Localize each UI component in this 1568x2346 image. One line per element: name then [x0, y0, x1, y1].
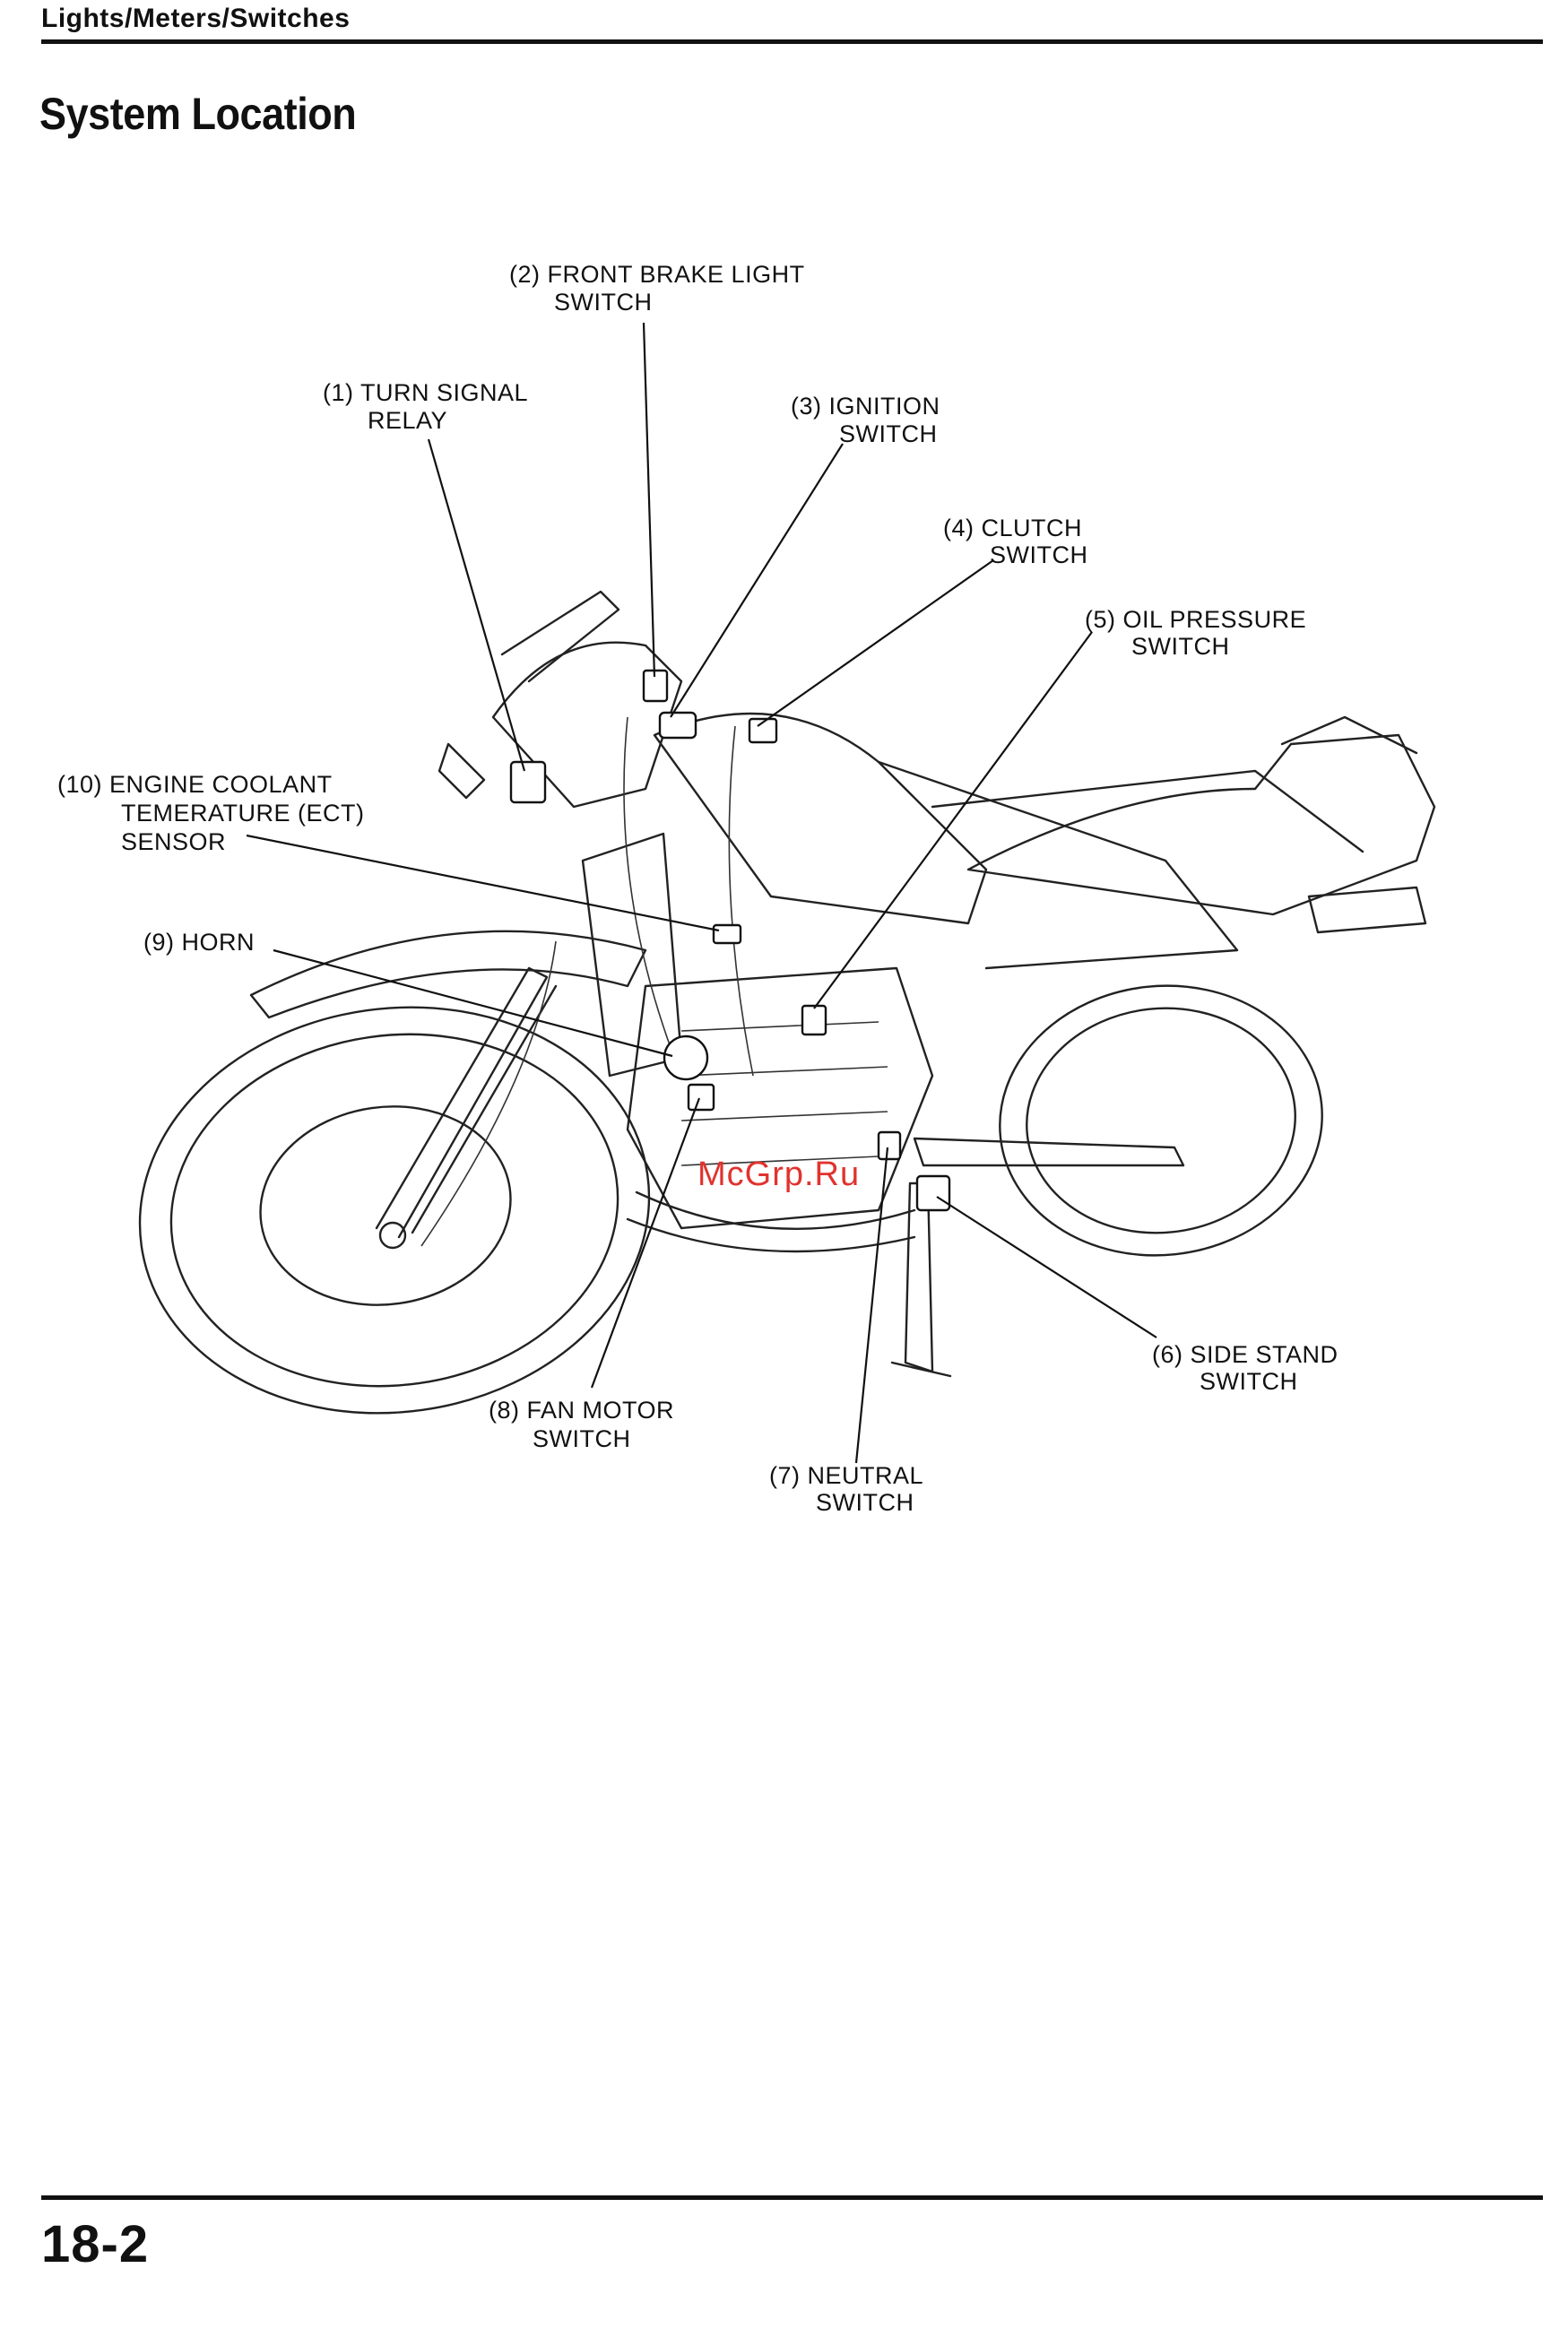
- ignition-switch-part: [660, 713, 696, 738]
- callout-4: (4) CLUTCH SWITCH: [943, 515, 1087, 568]
- callout-10-line2: TEMERATURE (ECT): [121, 800, 365, 827]
- callout-9: (9) HORN: [143, 929, 255, 956]
- callout-10-num: (10): [57, 771, 102, 798]
- callout-1-line1: TURN SIGNAL: [360, 379, 528, 406]
- svg-text:(2) FRONT BRAKE LIGHT: (2) FRONT BRAKE LIGHT: [509, 261, 805, 288]
- callout-3: (3) IGNITION SWITCH: [791, 393, 940, 447]
- callout-5-line2: SWITCH: [1131, 633, 1229, 660]
- callout-6-line2: SWITCH: [1200, 1368, 1297, 1395]
- callout-9-line1: HORN: [182, 929, 256, 956]
- page-number: 18-2: [41, 2214, 149, 2274]
- callout-2-line1: FRONT BRAKE LIGHT: [548, 261, 805, 288]
- callout-3-num: (3): [791, 393, 822, 420]
- svg-text:(7) NEUTRAL: (7) NEUTRAL: [769, 1462, 923, 1489]
- callout-8-num: (8): [489, 1397, 520, 1424]
- callout-3-line2: SWITCH: [839, 420, 937, 447]
- callout-9-num: (9): [143, 929, 175, 956]
- callout-6-num: (6): [1152, 1341, 1183, 1368]
- svg-text:(1) TURN SIGNAL: (1) TURN SIGNAL: [323, 379, 528, 406]
- callout-7-line2: SWITCH: [816, 1489, 914, 1516]
- callout-5-num: (5): [1085, 606, 1116, 633]
- callout-8: (8) FAN MOTOR SWITCH: [489, 1397, 674, 1452]
- watermark: McGrp.Ru: [697, 1156, 860, 1193]
- callout-10: (10) ENGINE COOLANT TEMERATURE (ECT) SEN…: [57, 771, 365, 855]
- callout-10-line3: SENSOR: [121, 828, 226, 855]
- callout-8-line2: SWITCH: [533, 1425, 630, 1452]
- fan-motor-switch-part: [689, 1085, 714, 1110]
- svg-text:(6) SIDE STAND: (6) SIDE STAND: [1152, 1341, 1338, 1368]
- callout-7-num: (7): [769, 1462, 801, 1489]
- svg-text:(3) IGNITION: (3) IGNITION: [791, 393, 940, 420]
- callout-4-num: (4): [943, 515, 975, 541]
- svg-text:(5) OIL PRESSURE: (5) OIL PRESSURE: [1085, 606, 1306, 633]
- callout-8-line1: FAN MOTOR: [527, 1397, 675, 1424]
- callout-6-line1: SIDE STAND: [1191, 1341, 1338, 1368]
- svg-text:(4) CLUTCH: (4) CLUTCH: [943, 515, 1082, 541]
- callout-6: (6) SIDE STAND SWITCH: [1152, 1341, 1338, 1395]
- oil-pressure-switch-part: [802, 1006, 826, 1034]
- callout-1-line2: RELAY: [368, 407, 447, 434]
- bottom-rule: [41, 2195, 1543, 2200]
- callout-7: (7) NEUTRAL SWITCH: [769, 1462, 923, 1516]
- svg-text:(9) HORN: (9) HORN: [143, 929, 255, 956]
- callout-4-line2: SWITCH: [990, 541, 1087, 568]
- neutral-switch-part: [879, 1132, 900, 1159]
- callout-2: (2) FRONT BRAKE LIGHT SWITCH: [509, 261, 805, 316]
- callout-4-line1: CLUTCH: [982, 515, 1083, 541]
- leader-lines: [247, 323, 1157, 1463]
- callout-2-num: (2): [509, 261, 541, 288]
- side-stand-switch-part: [917, 1176, 949, 1210]
- svg-text:(10) ENGINE COOLANT: (10) ENGINE COOLANT: [57, 771, 333, 798]
- callout-5: (5) OIL PRESSURE SWITCH: [1085, 606, 1306, 660]
- motorcycle-system-location-diagram: (1) TURN SIGNAL RELAY (2) FRONT BRAKE LI…: [0, 0, 1568, 1569]
- svg-text:(8) FAN MOTOR: (8) FAN MOTOR: [489, 1397, 674, 1424]
- turn-signal-relay-part: [511, 762, 545, 802]
- callout-5-line1: OIL PRESSURE: [1123, 606, 1307, 633]
- callout-2-line2: SWITCH: [554, 289, 652, 316]
- callout-7-line1: NEUTRAL: [808, 1462, 924, 1489]
- horn-part: [664, 1036, 707, 1079]
- component-markers: [511, 671, 949, 1210]
- callout-1-num: (1): [323, 379, 354, 406]
- callout-3-line1: IGNITION: [829, 393, 940, 420]
- ect-sensor-part: [714, 925, 741, 943]
- callout-1: (1) TURN SIGNAL RELAY: [323, 379, 528, 434]
- callout-10-line1: ENGINE COOLANT: [109, 771, 333, 798]
